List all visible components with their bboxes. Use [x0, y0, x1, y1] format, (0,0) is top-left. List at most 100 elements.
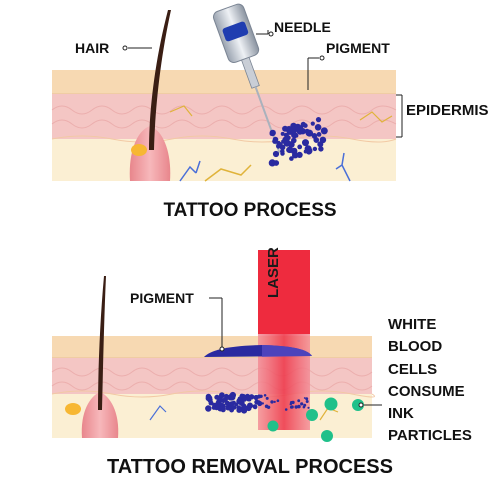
pigment-particle	[305, 397, 309, 401]
pigment-particle	[265, 396, 269, 400]
pigment-particle	[254, 399, 260, 405]
pigment-particle	[263, 394, 267, 397]
pigment-dot	[297, 144, 303, 150]
tattoo-removal-process-title: TATTOO REMOVAL PROCESS	[107, 456, 393, 478]
pigment-dot	[315, 117, 322, 123]
hair-strand-bottom	[98, 276, 106, 410]
pigment-particle	[289, 405, 293, 409]
needle-label: NEEDLE	[274, 19, 331, 35]
pigment-particle	[241, 403, 247, 409]
pigment-dot	[282, 125, 289, 132]
blood-vessel-right	[335, 152, 351, 182]
pigment-dot	[280, 131, 285, 136]
pigment-particle	[217, 395, 223, 401]
caption-line: CONSUME	[388, 382, 465, 400]
pigment-dot	[303, 123, 308, 128]
pigment-particles-bottom	[205, 391, 310, 414]
pigment-dot	[314, 124, 322, 131]
caption-line: PARTICLES	[388, 427, 472, 445]
pigment-label-top: PIGMENT	[326, 40, 390, 56]
pigment-particle	[297, 399, 301, 403]
laser-beam	[258, 250, 310, 430]
pigment-particle	[247, 402, 253, 409]
pigment-particle	[205, 395, 211, 401]
pigment-dot	[318, 146, 324, 152]
skin-cross-section-top	[51, 10, 397, 182]
leader-lines-top	[122, 30, 403, 138]
blood-vessel-left	[179, 160, 201, 182]
pigment-particle	[276, 399, 280, 403]
hair-label-top: HAIR	[75, 40, 110, 56]
hair-follicle-bottom	[81, 392, 119, 438]
pigment-particle	[284, 408, 288, 411]
epidermis-label: EPIDERMIS	[406, 102, 489, 119]
pigment-particle	[214, 395, 219, 400]
pigment-dot	[269, 129, 276, 137]
pigment-dot	[289, 156, 294, 161]
pigment-dot	[320, 127, 328, 135]
white-blood-cells-caption: WHITE BLOOD CELLS CONSUME INK PARTICLES	[388, 314, 472, 448]
pigment-particle	[227, 394, 234, 401]
pigment-dot	[302, 139, 309, 147]
pigment-particle	[270, 400, 274, 404]
pigment-label-bottom: PIGMENT	[130, 290, 194, 306]
pigment-particle	[252, 404, 258, 409]
pigment-dot	[286, 135, 291, 141]
white-blood-cell	[306, 409, 318, 421]
pigment-dot	[281, 139, 286, 144]
pigment-dot	[298, 152, 303, 157]
pigment-dot	[312, 146, 318, 152]
pigment-particle	[303, 403, 307, 407]
pigment-dot	[273, 160, 280, 166]
pigment-particle	[303, 397, 306, 399]
white-blood-cell	[267, 420, 279, 432]
pigment-dot	[294, 133, 299, 138]
leader-lines-bottom	[209, 297, 382, 408]
nerve-fiber	[204, 164, 252, 182]
pigment-particle	[266, 405, 271, 409]
pigment-dot	[311, 133, 317, 139]
epidermis-layer	[52, 94, 396, 139]
white-blood-cell	[324, 397, 338, 411]
skin-cross-section-bottom	[51, 276, 375, 438]
pigment-particle	[273, 400, 276, 403]
pigment-dot	[296, 125, 304, 132]
caption-line: CELLS	[388, 360, 438, 378]
pigment-particle	[236, 405, 242, 411]
pigment-dot	[280, 149, 285, 154]
laser-label: LASER	[265, 247, 282, 298]
sebaceous-gland-top	[131, 144, 147, 156]
pigment-particle	[248, 394, 255, 400]
tattoo-process-title: TATTOO PROCESS	[163, 200, 337, 221]
skin-cells-pattern	[51, 105, 397, 129]
pigment-dot	[292, 152, 299, 159]
pigment-particle	[208, 400, 214, 406]
caption-line: INK	[388, 405, 414, 423]
pigment-particle	[300, 402, 304, 406]
pigment-particle	[234, 402, 239, 407]
hair-follicle-top	[129, 126, 171, 181]
pigment-dot	[319, 136, 327, 144]
pigment-dot	[272, 136, 279, 143]
white-blood-cells	[267, 397, 364, 442]
pigment-particle	[289, 401, 293, 404]
pigment-dot	[305, 130, 311, 136]
pigment-dot	[313, 137, 319, 143]
pigment-particle	[224, 400, 230, 406]
pigment-particle	[305, 400, 309, 403]
sebaceous-gland-bottom	[65, 403, 81, 415]
pigment-dot	[272, 150, 280, 158]
pigment-dot	[310, 121, 315, 126]
pigment-particle	[259, 394, 263, 398]
pigment-dot	[316, 132, 322, 137]
white-blood-cell	[352, 399, 364, 411]
pigment-dot	[305, 145, 312, 152]
pigment-particle	[241, 407, 248, 414]
pigment-cluster-top	[268, 117, 328, 167]
pigment-particle	[242, 397, 247, 402]
white-blood-cell	[321, 430, 333, 442]
skin-surface-layer	[52, 70, 396, 94]
tattoo-needle	[212, 3, 281, 154]
pigment-particle	[219, 405, 225, 411]
